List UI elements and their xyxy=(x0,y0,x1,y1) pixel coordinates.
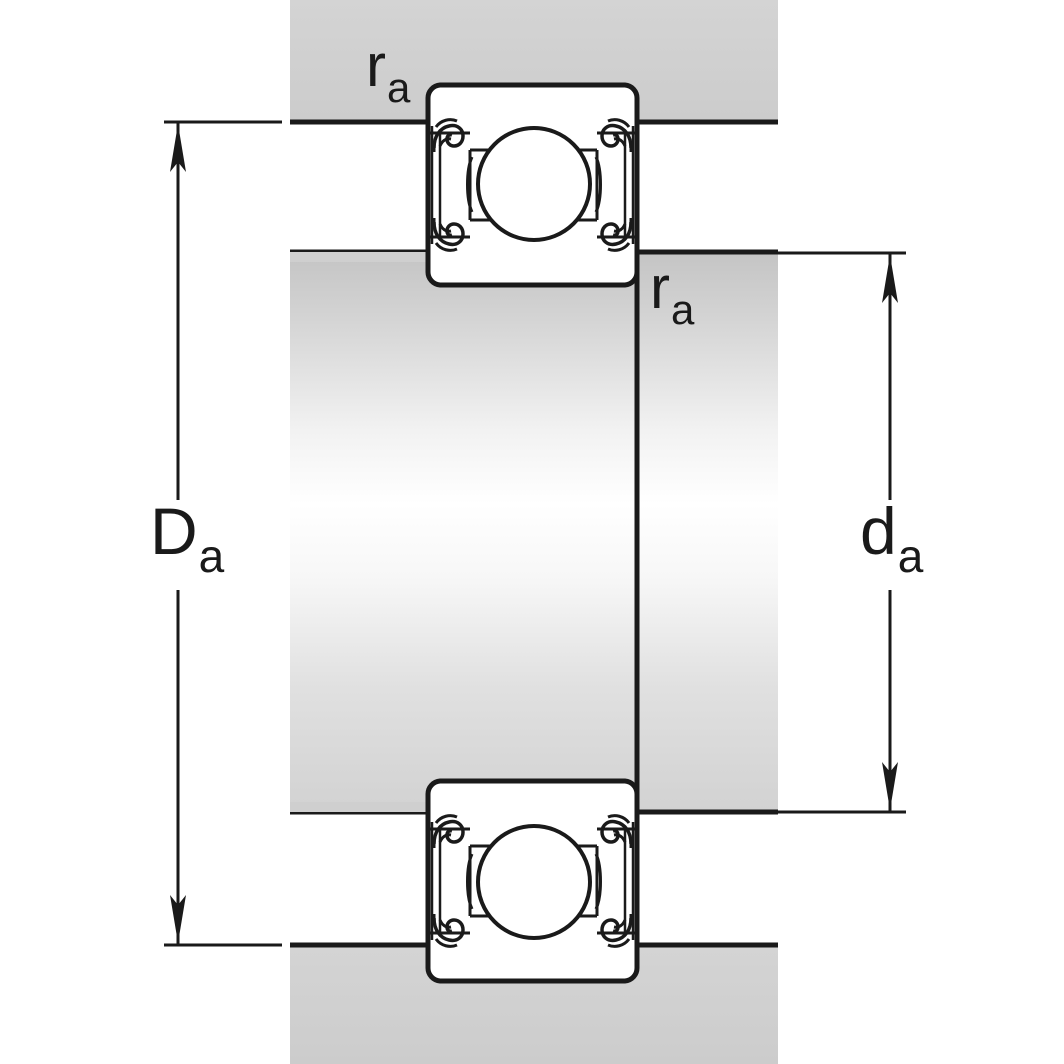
label-ra-top-subscript: a xyxy=(386,64,411,111)
Da-arrowhead-up xyxy=(170,124,186,172)
label-ra-mid: ra xyxy=(650,258,694,331)
da-arrowhead-down xyxy=(882,762,898,810)
upper-seal-top-left xyxy=(432,118,465,152)
upper-bearing-assembly xyxy=(425,82,640,288)
upper-rolling-element-ball xyxy=(476,126,592,242)
label-da-subscript: a xyxy=(897,530,924,582)
lower-ring-shoulder-arcs xyxy=(466,853,602,910)
label-da: da xyxy=(860,498,923,579)
lower-seal-grooves xyxy=(430,822,635,940)
upper-ring-shoulder-arcs xyxy=(466,156,602,213)
lower-bearing-assembly xyxy=(425,778,640,984)
lower-seal-top-left xyxy=(432,914,465,948)
label-ra-mid-base: r xyxy=(650,254,670,321)
upper-seal-top-right xyxy=(600,118,633,152)
da-label-mask xyxy=(856,500,948,590)
label-ra-top-base: r xyxy=(366,32,386,99)
lower-rolling-element-ball xyxy=(476,824,592,940)
da-arrowhead-up xyxy=(882,255,898,303)
label-ra-top: ra xyxy=(366,36,410,109)
label-Da: Da xyxy=(150,498,224,579)
label-Da-subscript: a xyxy=(198,530,225,582)
Da-arrowhead-down xyxy=(170,895,186,943)
housing-seat-strips xyxy=(290,252,428,812)
label-da-base: d xyxy=(860,494,897,568)
shaft-body xyxy=(290,249,778,815)
label-Da-base: D xyxy=(150,494,198,568)
lower-seal-bottom-right xyxy=(600,814,633,848)
upper-seal-grooves xyxy=(430,126,635,244)
label-ra-mid-subscript: a xyxy=(670,286,695,333)
Da-label-mask xyxy=(150,500,242,590)
dimension-da xyxy=(778,251,906,814)
